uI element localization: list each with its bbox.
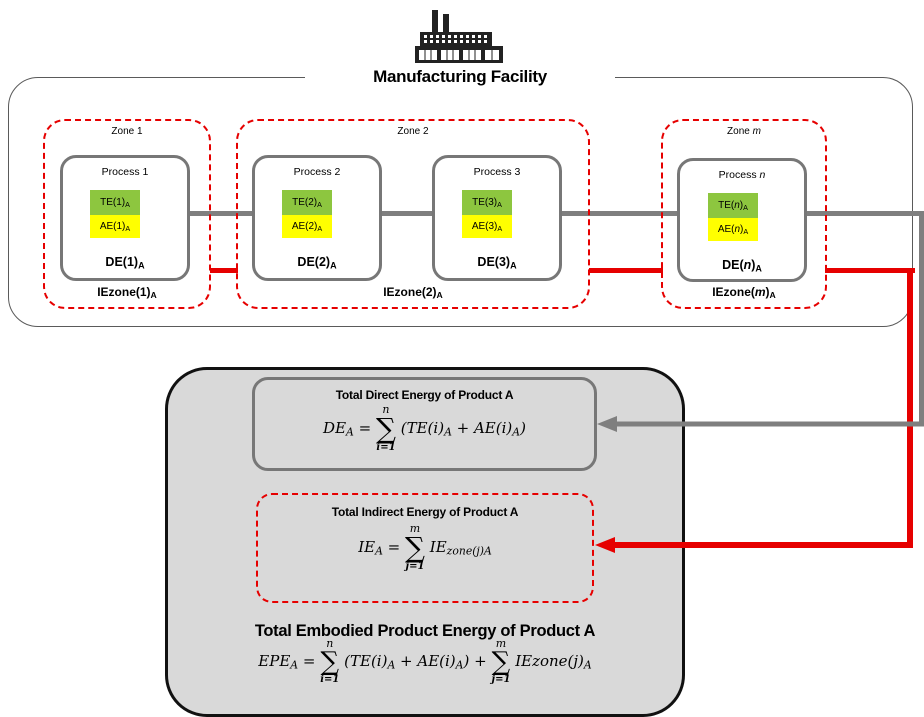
process-1-te: TE(1)A	[90, 190, 140, 215]
connector-p3-pn	[560, 211, 678, 216]
process-2-te: TE(2)A	[282, 190, 332, 215]
zone-m-label: Zone m	[727, 126, 761, 137]
gray-arrow	[597, 416, 924, 432]
connector-zonem-out	[825, 268, 915, 273]
process-n-label: Process n	[718, 169, 766, 181]
connector-p2-p3	[380, 211, 434, 216]
indirect-energy-box: Total Indirect Energy of Product A IEA =…	[256, 493, 594, 603]
facility-title: Manufacturing Facility	[305, 63, 615, 91]
process-1-de: DE(1)A	[105, 255, 145, 271]
connector-zone1-zone2	[210, 268, 238, 273]
process-n: Process n TE(n)A AE(n)A DE(n)A	[677, 158, 807, 282]
process-3-ae: AE(3)A	[462, 215, 512, 238]
red-flow-vertical	[907, 268, 913, 548]
embodied-energy-title: Total Embodied Product Energy of Product…	[254, 622, 596, 640]
process-3-label: Process 3	[473, 166, 521, 178]
zone-1-ie-label: IEzone(1)A	[97, 285, 157, 301]
process-n-ae: AE(n)A	[708, 218, 758, 241]
gray-flow-vertical	[919, 211, 924, 426]
process-1-label: Process 1	[101, 166, 149, 178]
zone-1: Zone 1 IEzone(1)A	[43, 119, 211, 309]
zone-m-ie-label: IEzone(m)A	[712, 285, 776, 301]
process-1: Process 1 TE(1)A AE(1)A DE(1)A	[60, 155, 190, 281]
indirect-energy-title: Total Indirect Energy of Product A	[331, 505, 519, 519]
process-1-ae: AE(1)A	[90, 215, 140, 238]
process-n-de: DE(n)A	[722, 258, 762, 274]
connector-zone2-zonem	[589, 268, 663, 273]
zone-2-label: Zone 2	[397, 126, 429, 137]
process-3: Process 3 TE(3)A AE(3)A DE(3)A	[432, 155, 562, 281]
process-3-de: DE(3)A	[477, 255, 517, 271]
process-2-de: DE(2)A	[297, 255, 337, 271]
connector-pn-out	[805, 211, 924, 216]
zone-m: Zone m IEzone(m)A	[661, 119, 827, 309]
process-n-te: TE(n)A	[708, 193, 758, 218]
zone-2: Zone 2 IEzone(2)A	[236, 119, 590, 309]
red-arrow	[595, 537, 913, 553]
zone-2-ie-label: IEzone(2)A	[383, 285, 443, 301]
zone-1-label: Zone 1	[111, 126, 143, 137]
direct-energy-box: Total Direct Energy of Product A DEA = n…	[252, 377, 597, 471]
direct-energy-title: Total Direct Energy of Product A	[335, 388, 514, 402]
indirect-energy-formula: IEA = m ∑ j=1 IEzone(j)A	[358, 522, 492, 572]
connector-p1-p2	[188, 211, 254, 216]
direct-energy-formula: DEA = n ∑ i=1 (TE(i)A + AE(i)A)	[323, 403, 526, 453]
process-2: Process 2 TE(2)A AE(2)A DE(2)A	[252, 155, 382, 281]
process-2-label: Process 2	[293, 166, 341, 178]
factory-icon	[415, 10, 503, 64]
process-2-ae: AE(2)A	[282, 215, 332, 238]
process-3-te: TE(3)A	[462, 190, 512, 215]
embodied-energy-formula: EPEA = n ∑ i=1 (TE(i)A + AE(i)A) + m ∑ j…	[258, 637, 592, 685]
